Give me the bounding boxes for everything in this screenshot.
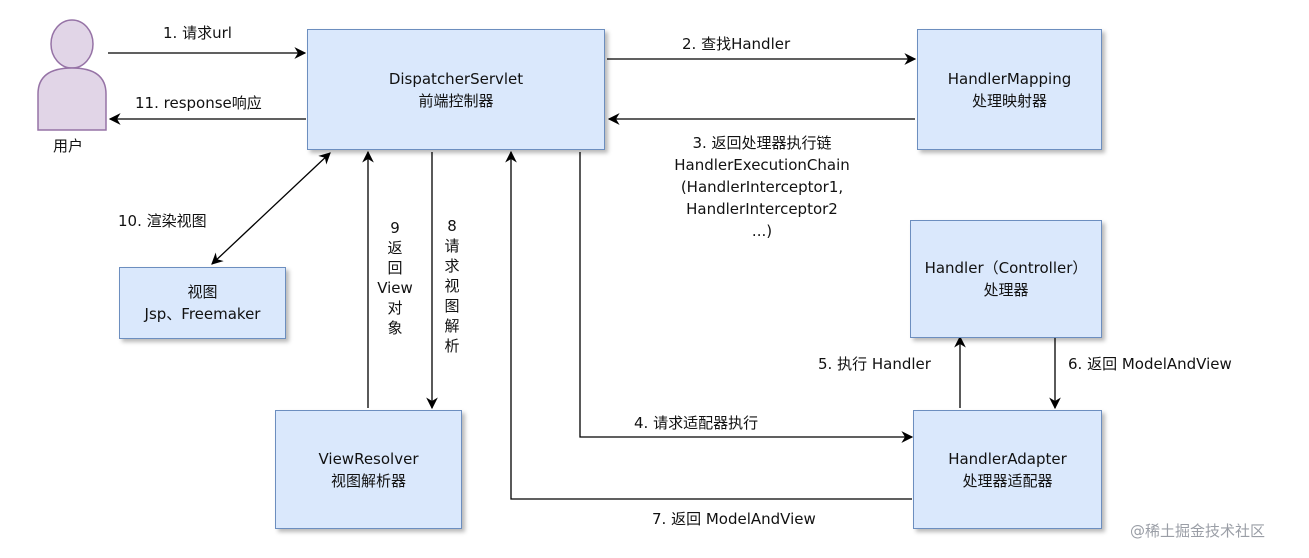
edge-3-label-line-2: HandlerExecutionChain: [674, 156, 850, 174]
edge-8-label-char: 图: [444, 297, 460, 315]
handler-adapter-subtitle: 处理器适配器: [962, 471, 1053, 490]
edge-7-label: 7. 返回 ModelAndView: [652, 510, 816, 528]
view-title: 视图: [187, 283, 218, 301]
view-resolver-node: ViewResolver 视图解析器: [275, 410, 462, 529]
edge-10-label: 10. 渲染视图: [118, 212, 207, 230]
edge-10-render-view: [211, 152, 331, 265]
dispatcher-servlet-node: DispatcherServlet 前端控制器: [307, 29, 605, 150]
edge-9-label-char: View: [377, 279, 413, 297]
view-resolver-title: ViewResolver: [318, 449, 419, 468]
edge-1-label: 1. 请求url: [163, 24, 232, 42]
dispatcher-servlet-title: DispatcherServlet: [388, 69, 524, 88]
user-label: 用户: [53, 137, 84, 155]
watermark: @稀土掘金技术社区: [1130, 522, 1266, 540]
edge-8-label-char: 求: [444, 257, 460, 275]
edge-4-request-adapter: [579, 152, 914, 443]
edge-9-label-char: 回: [387, 259, 403, 277]
edge-2-label: 2. 查找Handler: [682, 35, 791, 53]
handler-adapter-title: HandlerAdapter: [948, 449, 1067, 468]
handler-subtitle: 处理器: [983, 281, 1029, 299]
edge-9-label-char: 9: [390, 219, 400, 237]
handler-adapter-node: HandlerAdapter 处理器适配器: [913, 410, 1102, 529]
edge-3-label-line-5: ...): [751, 222, 773, 240]
edge-3-label: 3. 返回处理器执行链 HandlerExecutionChain (Handl…: [652, 132, 872, 242]
handler-mapping-title: HandlerMapping: [947, 69, 1072, 88]
edge-9-label-char: 象: [387, 319, 403, 337]
edge-8-label-char: 析: [444, 337, 460, 355]
handler-title: Handler（Controller）: [924, 259, 1088, 277]
edge-8-label-char: 视: [444, 277, 460, 295]
edge-6-label: 6. 返回 ModelAndView: [1068, 355, 1232, 373]
edge-7-return-modelandview: [505, 150, 912, 500]
handler-mapping-subtitle: 处理映射器: [971, 91, 1047, 110]
view-node: 视图 Jsp、Freemaker: [119, 267, 286, 339]
handler-node: Handler（Controller） 处理器: [910, 220, 1102, 338]
edge-3-label-line-1: 3. 返回处理器执行链: [692, 134, 832, 152]
edge-5-label: 5. 执行 Handler: [818, 355, 931, 373]
edge-3-label-line-3: (HandlerInterceptor1,: [680, 178, 844, 196]
edge-9-label: 9 返 回 View 对 象: [375, 218, 415, 338]
edge-9-label-char: 返: [387, 239, 403, 257]
view-resolver-subtitle: 视图解析器: [330, 471, 406, 490]
edge-8-label: 8 请 求 视 图 解 析: [432, 216, 472, 356]
edge-3-label-line-4: HandlerInterceptor2: [686, 200, 838, 218]
handler-mapping-node: HandlerMapping 处理映射器: [917, 29, 1102, 150]
edge-8-label-char: 8: [447, 217, 457, 235]
view-subtitle: Jsp、Freemaker: [144, 305, 261, 323]
user-actor-icon: [37, 19, 107, 131]
edge-9-label-char: 对: [387, 299, 403, 317]
edge-11-label: 11. response响应: [135, 94, 262, 112]
dispatcher-servlet-subtitle: 前端控制器: [418, 91, 494, 110]
edge-4-label: 4. 请求适配器执行: [634, 414, 759, 432]
edge-8-label-char: 解: [444, 317, 460, 335]
edge-8-label-char: 请: [444, 237, 460, 255]
